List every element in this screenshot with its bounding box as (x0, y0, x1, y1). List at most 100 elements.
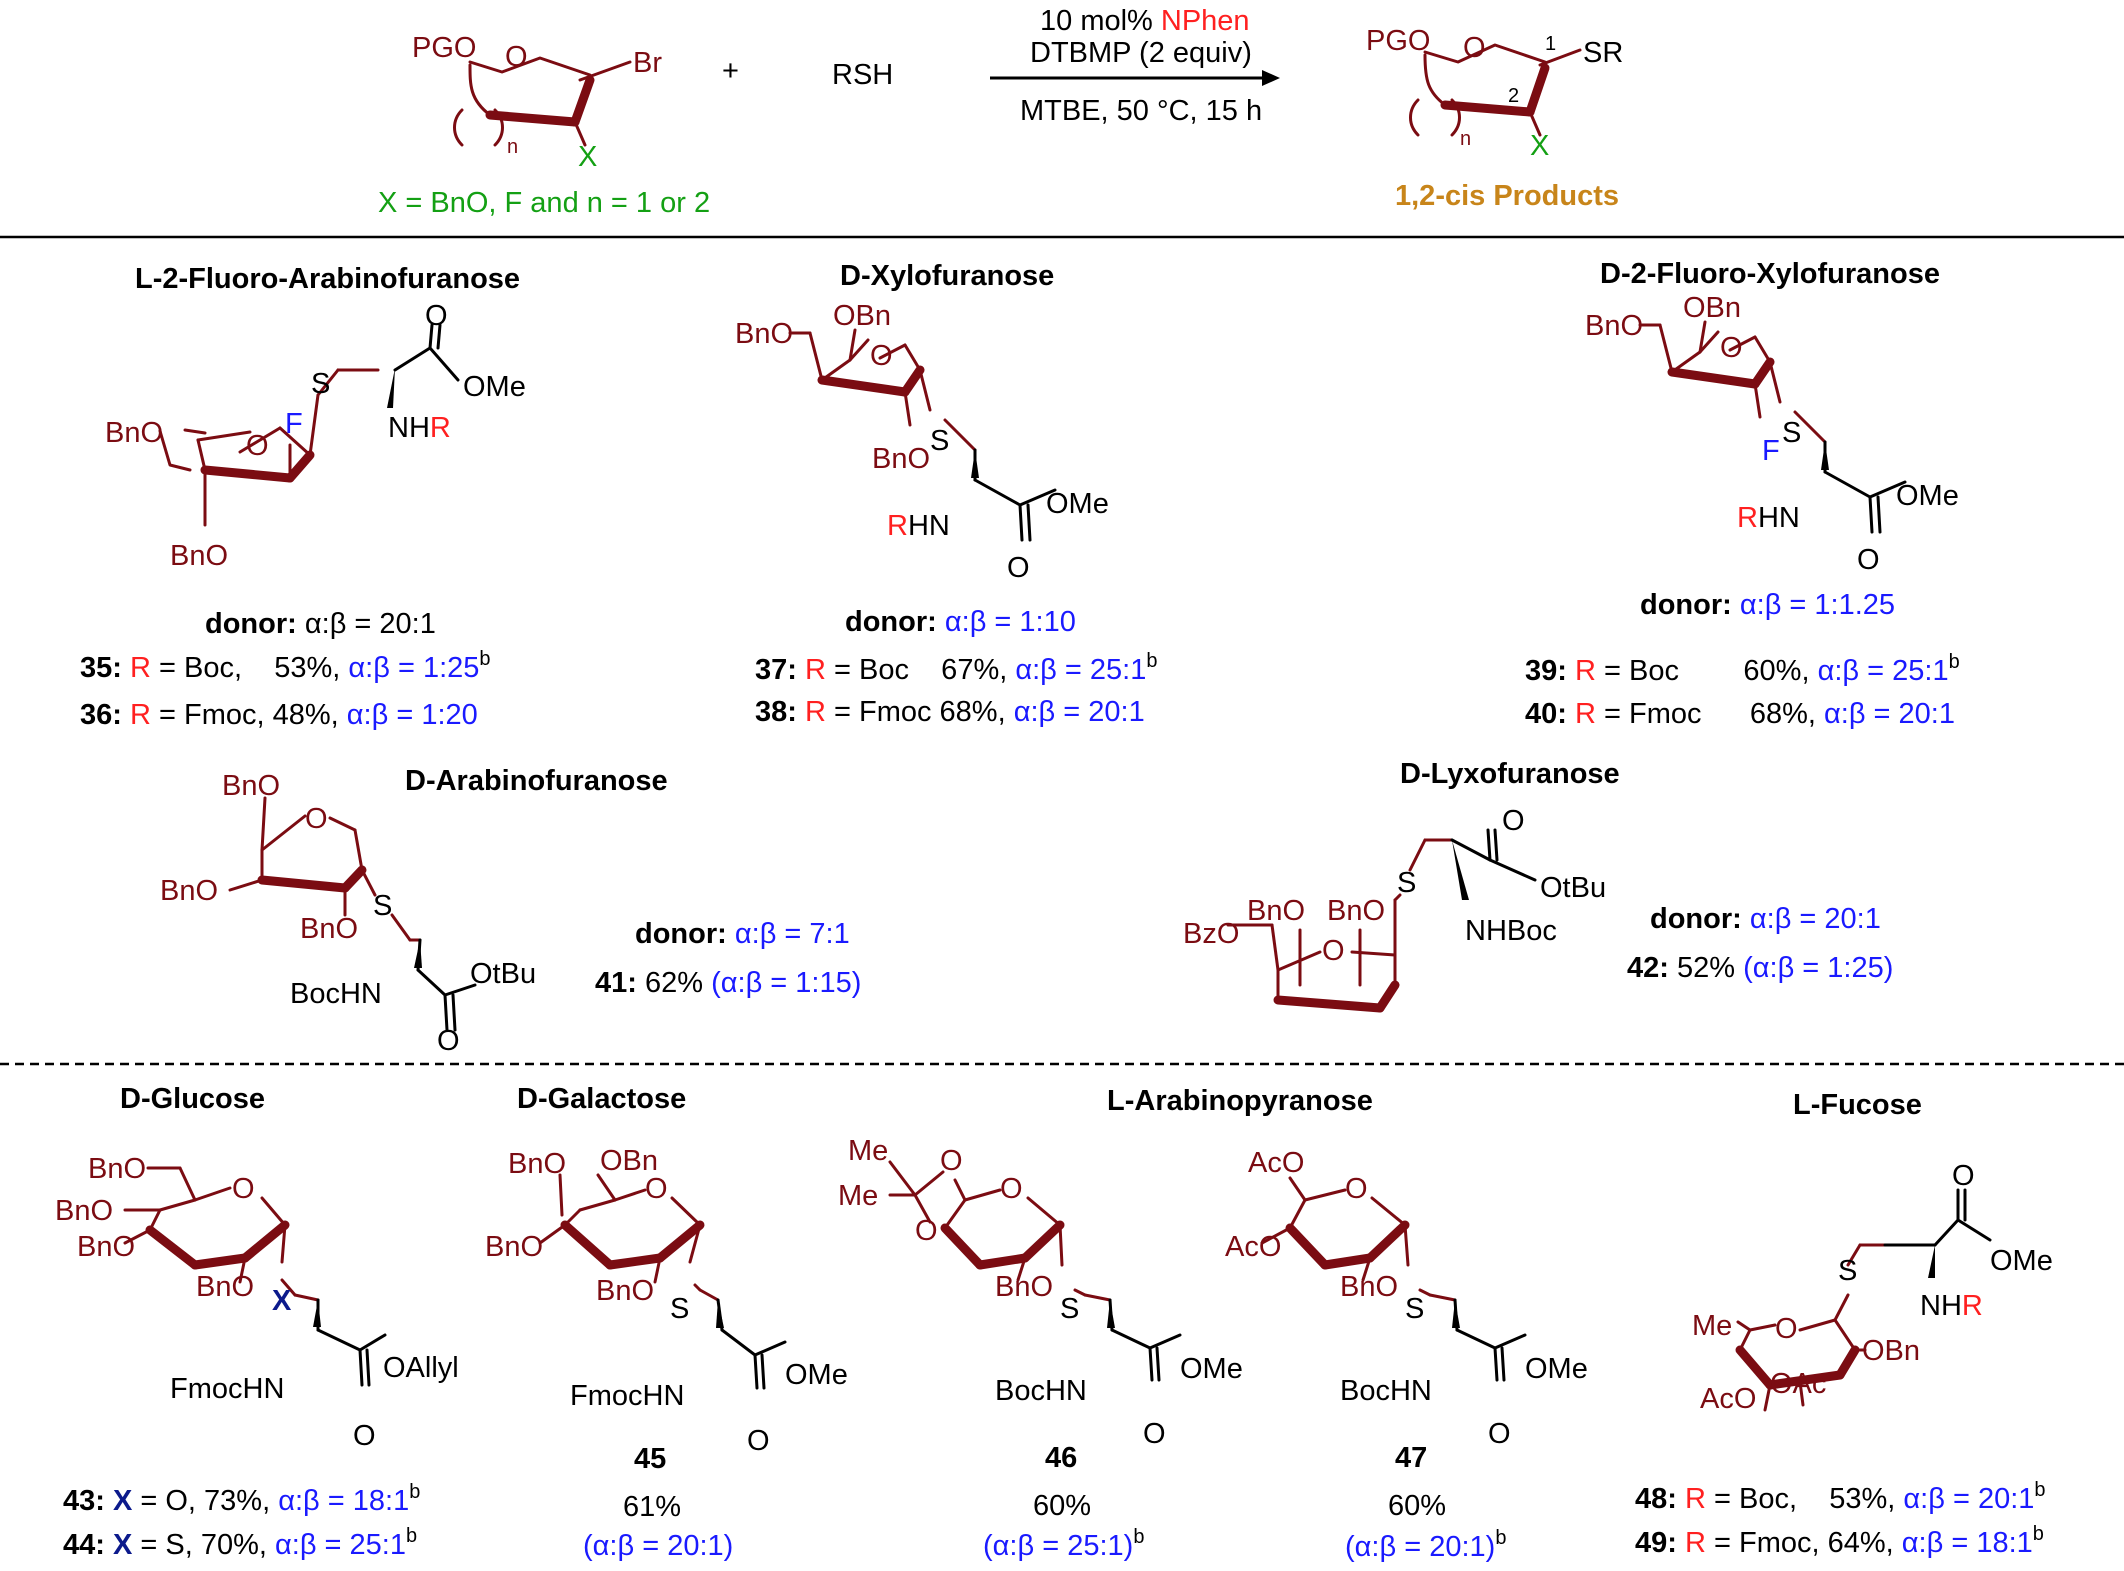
atom-aco: AcO (1700, 1383, 1756, 1415)
yield-46: 60% (1033, 1490, 1091, 1522)
panel-l-fucose: L-Fucose Me O OBn AcO OAc (1635, 1089, 2053, 1559)
entry-39: 39: R = Boc 60%, α:β = 25:1b (1525, 651, 1960, 687)
atom-bno: BnO (1340, 1271, 1398, 1303)
atom-nhr: NHR (388, 412, 451, 444)
atom-f: F (285, 408, 303, 440)
reactant-structure: PGO O Br X n (412, 32, 662, 173)
atom-ome: OMe (1525, 1353, 1588, 1385)
entry-35: 35: R = Boc, 53%, α:β = 1:25b (80, 648, 491, 684)
atom-bno: BnO (995, 1271, 1053, 1303)
panel-d-xylofuranose: D-Xylofuranose BnO OBn O BnO S RH (735, 260, 1157, 728)
atom-rhn: RHN (887, 510, 950, 542)
conditions-catalyst: 10 mol% NPhen (1040, 5, 1250, 37)
atom-ome: OMe (1046, 488, 1109, 520)
atom-ring-o: O (1000, 1173, 1023, 1205)
reaction-scheme: PGO O Br X n X = BnO, F and n = 1 or 2 +… (378, 5, 1623, 219)
atom-bno-3: BnO (77, 1231, 135, 1263)
product-label: 1,2-cis Products (1395, 180, 1619, 212)
panel-title: D-2-Fluoro-Xylofuranose (1600, 258, 1940, 290)
atom-bno-2: BnO (485, 1231, 543, 1263)
reactant-pgo: PGO (412, 32, 476, 64)
panel-d-lyxofuranose: D-Lyxofuranose BzO BnO BnO O S (1183, 758, 1893, 1013)
atom-ome: OMe (1990, 1245, 2053, 1277)
atom-carbonyl-o: O (1502, 805, 1525, 837)
atom-s: S (311, 368, 330, 400)
atom-bno-2: BnO (1327, 895, 1385, 927)
panel-title: L-Fucose (1793, 1089, 1922, 1121)
atom-ring-o: O (232, 1173, 255, 1205)
reactant-ring-o: O (505, 41, 528, 73)
atom-ome: OMe (463, 371, 526, 403)
panel-title: D-Lyxofuranose (1400, 758, 1620, 790)
atom-ring-o: O (645, 1173, 668, 1205)
atom-ome: OMe (1896, 480, 1959, 512)
atom-s: S (1060, 1293, 1079, 1325)
product-pgo: PGO (1366, 25, 1430, 57)
atom-carbonyl-o: O (1143, 1418, 1166, 1450)
structure-35-36: BnO O F BnO S O OMe NHR (105, 300, 526, 572)
atom-bno: BnO (222, 770, 280, 802)
panel-title: D-Galactose (517, 1083, 686, 1115)
atom-bochn: BocHN (995, 1375, 1087, 1407)
entry-36: 36: R = Fmoc, 48%, α:β = 1:20 (80, 699, 478, 731)
atom-obn: OBn (833, 300, 891, 332)
atom-bno: BnO (735, 318, 793, 350)
atom-bno: BnO (1585, 310, 1643, 342)
donor-ratio: donor: α:β = 7:1 (635, 918, 850, 950)
atom-aco-2: AcO (1225, 1231, 1281, 1263)
panel-title: D-Glucose (120, 1083, 265, 1115)
entry-37: 37: R = Boc 67%, α:β = 25:1b (755, 650, 1157, 686)
panel-title: L-Arabinopyranose (1107, 1085, 1373, 1117)
atom-obn: OBn (1683, 292, 1741, 324)
atom-me: Me (848, 1135, 888, 1167)
atom-bzo: BzO (1183, 918, 1239, 950)
atom-ome: OMe (785, 1359, 848, 1391)
product-position-1: 1 (1545, 33, 1556, 55)
atom-ome: OMe (1180, 1353, 1243, 1385)
product-sr: SR (1583, 37, 1623, 69)
atom-bno-3: BnO (596, 1275, 654, 1307)
ratio-45: (α:β = 20:1) (583, 1530, 733, 1562)
atom-s: S (373, 890, 392, 922)
structure-47: AcO AcO O BnO S BocHN OMe O (1225, 1147, 1588, 1450)
atom-bno-2: BnO (170, 540, 228, 572)
panel-d-2-fluoro-xylofuranose: D-2-Fluoro-Xylofuranose BnO OBn O F S (1525, 258, 1960, 730)
structure-43-44: BnO BnO BnO BnO O X FmocHN OAllyl O (55, 1153, 459, 1452)
atom-ring-o: O (1775, 1313, 1798, 1345)
atom-bno-3: BnO (300, 913, 358, 945)
entry-40: 40: R = Fmoc 68%, α:β = 20:1 (1525, 698, 1955, 730)
product-position-2: 2 (1508, 85, 1519, 107)
atom-bno-2: BnO (872, 443, 930, 475)
entry-48: 48: R = Boc, 53%, α:β = 20:1b (1635, 1479, 2046, 1515)
atom-carbonyl-o: O (353, 1420, 376, 1452)
panel-d-arabinofuranose: D-Arabinofuranose BnO O BnO BnO S (160, 765, 861, 1057)
atom-carbonyl-o: O (1488, 1418, 1511, 1450)
panel-d-galactose: D-Galactose BnO OBn BnO BnO (485, 1083, 848, 1562)
atom-s: S (930, 425, 949, 457)
structure-45: BnO OBn BnO BnO O S FmocHN OMe O (485, 1145, 848, 1457)
atom-oallyl: OAllyl (383, 1352, 459, 1384)
panel-d-glucose: D-Glucose BnO BnO BnO Bn (55, 1083, 459, 1561)
yield-47: 60% (1388, 1490, 1446, 1522)
atom-carbonyl-o: O (1857, 544, 1880, 576)
atom-nhboc: NHBoc (1465, 915, 1557, 947)
reactant-br: Br (633, 47, 662, 79)
atom-f: F (1762, 435, 1780, 467)
structure-46: Me Me O O O BnO S BocHN OMe O (838, 1135, 1243, 1450)
reactant-n: n (507, 136, 518, 158)
atom-bno: BnO (105, 417, 163, 449)
product-x: X (1530, 130, 1549, 162)
atom-bno: BnO (88, 1153, 146, 1185)
atom-bochn: BocHN (1340, 1375, 1432, 1407)
entry-43: 43: X = O, 73%, α:β = 18:1b (63, 1481, 420, 1517)
atom-otbu: OtBu (1540, 872, 1606, 904)
panel-title: D-Xylofuranose (840, 260, 1054, 292)
atom-obn: OBn (1862, 1335, 1920, 1367)
atom-x: X (272, 1285, 292, 1317)
panel-l-arabinopyranose: L-Arabinopyranose Me Me O (838, 1085, 1373, 1562)
reactant-note: X = BnO, F and n = 1 or 2 (378, 187, 710, 219)
atom-otbu: OtBu (470, 958, 536, 990)
ratio-46: (α:β = 25:1)b (983, 1526, 1144, 1562)
atom-s: S (1838, 1255, 1857, 1287)
